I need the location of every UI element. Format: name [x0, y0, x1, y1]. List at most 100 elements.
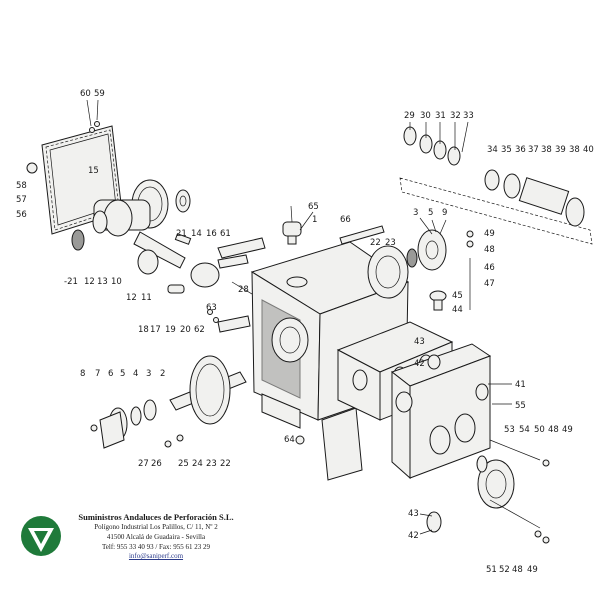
part-label: 24: [192, 459, 203, 469]
part-label: 48: [484, 245, 495, 255]
company-city: 41500 Alcalá de Guadaira - Sevilla: [106, 533, 206, 541]
washer-icon: [94, 121, 100, 127]
part-label: 37: [528, 145, 539, 155]
washer-icon: [466, 240, 474, 248]
drain-plug-icon: [26, 162, 38, 174]
part-label: 28: [238, 285, 249, 295]
leader-lines: [86, 99, 512, 535]
part-label: 10: [111, 277, 122, 287]
pinion-shaft: [90, 355, 247, 449]
screw-icon: [213, 317, 219, 323]
valve-seat: [426, 511, 442, 533]
company-logo: [21, 516, 61, 556]
part-label: 38: [541, 145, 552, 155]
part-label: 13: [97, 277, 108, 287]
part-label: 8: [80, 369, 85, 379]
part-label: 49: [562, 425, 573, 435]
part-label: 36: [515, 145, 526, 155]
part-label: 18: [138, 325, 149, 335]
part-label: 59: [94, 89, 105, 99]
part-label: 6: [108, 369, 113, 379]
part-label: 44: [452, 305, 463, 315]
company-phone: Telf: 955 33 40 93 / Fax: 955 61 23 29: [101, 543, 210, 551]
part-label: 39: [555, 145, 566, 155]
part-label: 45: [452, 291, 463, 301]
part-label: 46: [484, 263, 495, 273]
part-label: 5: [120, 369, 125, 379]
breather-cap: [282, 221, 302, 245]
part-label: 43: [408, 509, 419, 519]
part-label: 64: [284, 435, 295, 445]
part-label: 11: [141, 293, 152, 303]
part-label: 31: [435, 111, 446, 121]
part-label: 32: [450, 111, 461, 121]
part-label: 55: [515, 401, 526, 411]
part-label: 42: [414, 359, 425, 369]
part-label: 53: [504, 425, 515, 435]
part-label: 19: [165, 325, 176, 335]
company-name: Suministros Andaluces de Perforación S.L…: [78, 512, 234, 522]
part-label: 12: [84, 277, 95, 287]
seal-flange: [367, 229, 447, 299]
part-label: 51: [486, 565, 497, 575]
part-label: 27: [138, 459, 149, 469]
part-label: 62: [194, 325, 205, 335]
part-label: 20: [180, 325, 191, 335]
piston-assembly: [399, 126, 593, 245]
part-label: 15: [88, 166, 99, 176]
part-label: 29: [404, 111, 415, 121]
valve-cover: [476, 439, 550, 544]
part-label: 41: [515, 380, 526, 390]
part-label: 48: [512, 565, 523, 575]
nut-icon: [466, 230, 474, 238]
part-label: 61: [220, 229, 231, 239]
part-label: 9: [442, 208, 447, 218]
part-label: 43: [414, 337, 425, 347]
part-label: 49: [484, 229, 495, 239]
part-label: 63: [206, 303, 217, 313]
part-label: 34: [487, 145, 498, 155]
screw-icon: [89, 127, 95, 133]
part-label: 38: [569, 145, 580, 155]
crankshaft-gear: [71, 179, 191, 251]
part-label: 4: [133, 369, 138, 379]
part-label: 3: [146, 369, 151, 379]
part-label: 7: [95, 369, 100, 379]
part-label: 60: [80, 89, 91, 99]
part-label: 50: [534, 425, 545, 435]
part-label: 30: [420, 111, 431, 121]
part-label: 57: [16, 195, 27, 205]
company-email-link[interactable]: info@saniperf.com: [128, 552, 184, 560]
valve-seat: [427, 354, 441, 370]
part-label: 49: [527, 565, 538, 575]
part-label: 16: [206, 229, 217, 239]
part-labels: 60 59 15 58 57 56 21 14 16 61 -21 12 13 …: [16, 89, 594, 575]
part-label: -21: [64, 277, 78, 287]
part-label: 2: [160, 369, 165, 379]
valve-block: [390, 343, 492, 480]
part-label: 22: [220, 459, 231, 469]
drain-plug-icon: [295, 435, 305, 445]
part-label: 26: [151, 459, 162, 469]
part-label: 23: [206, 459, 217, 469]
crosshead: [167, 237, 266, 301]
part-label: 40: [583, 145, 594, 155]
part-label: 12: [126, 293, 137, 303]
part-label: 21: [176, 229, 187, 239]
part-label: 5: [428, 208, 433, 218]
part-label: 23: [385, 238, 396, 248]
part-label: 52: [499, 565, 510, 575]
part-label: 25: [178, 459, 189, 469]
part-label: 47: [484, 279, 495, 289]
part-label: 58: [16, 181, 27, 191]
part-label: 33: [463, 111, 474, 121]
connecting-rod: [133, 231, 192, 275]
company-info: Suministros Andaluces de Perforación S.L…: [66, 512, 246, 560]
part-label: 22: [370, 238, 381, 248]
part-label: 66: [340, 215, 351, 225]
part-label: 3: [413, 208, 418, 218]
part-label: 17: [150, 325, 161, 335]
part-label: 54: [519, 425, 530, 435]
part-label: 1: [312, 215, 317, 225]
